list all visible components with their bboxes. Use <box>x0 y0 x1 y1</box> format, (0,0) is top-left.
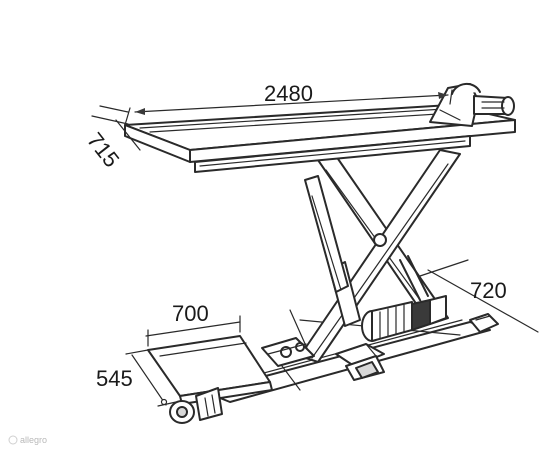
motor-unit <box>361 295 447 342</box>
wheel-clamp <box>429 83 515 127</box>
pivot-pin <box>373 233 387 247</box>
dimension-ramp-length-label: 700 <box>172 301 209 326</box>
watermark: allegro <box>8 435 47 445</box>
dim-700: 700 <box>145 301 241 347</box>
watermark-text: allegro <box>20 435 47 445</box>
dimension-ramp-width-label: 545 <box>96 366 133 391</box>
scissor-arms <box>289 149 461 363</box>
foot-pedal <box>335 343 385 381</box>
rear-ramp <box>147 335 273 424</box>
dimension-length-label: 2480 <box>264 81 313 106</box>
rear-stop <box>469 313 499 333</box>
dim-720: 720 <box>419 259 539 333</box>
dimension-width-label: 715 <box>82 128 124 172</box>
dim-545: 545 <box>96 349 177 407</box>
dimension-height-label: 720 <box>470 278 507 303</box>
dim-715: 715 <box>82 105 141 172</box>
dim-2480: 2480 <box>124 81 453 126</box>
top-platform <box>124 104 516 173</box>
center-block <box>261 337 315 367</box>
